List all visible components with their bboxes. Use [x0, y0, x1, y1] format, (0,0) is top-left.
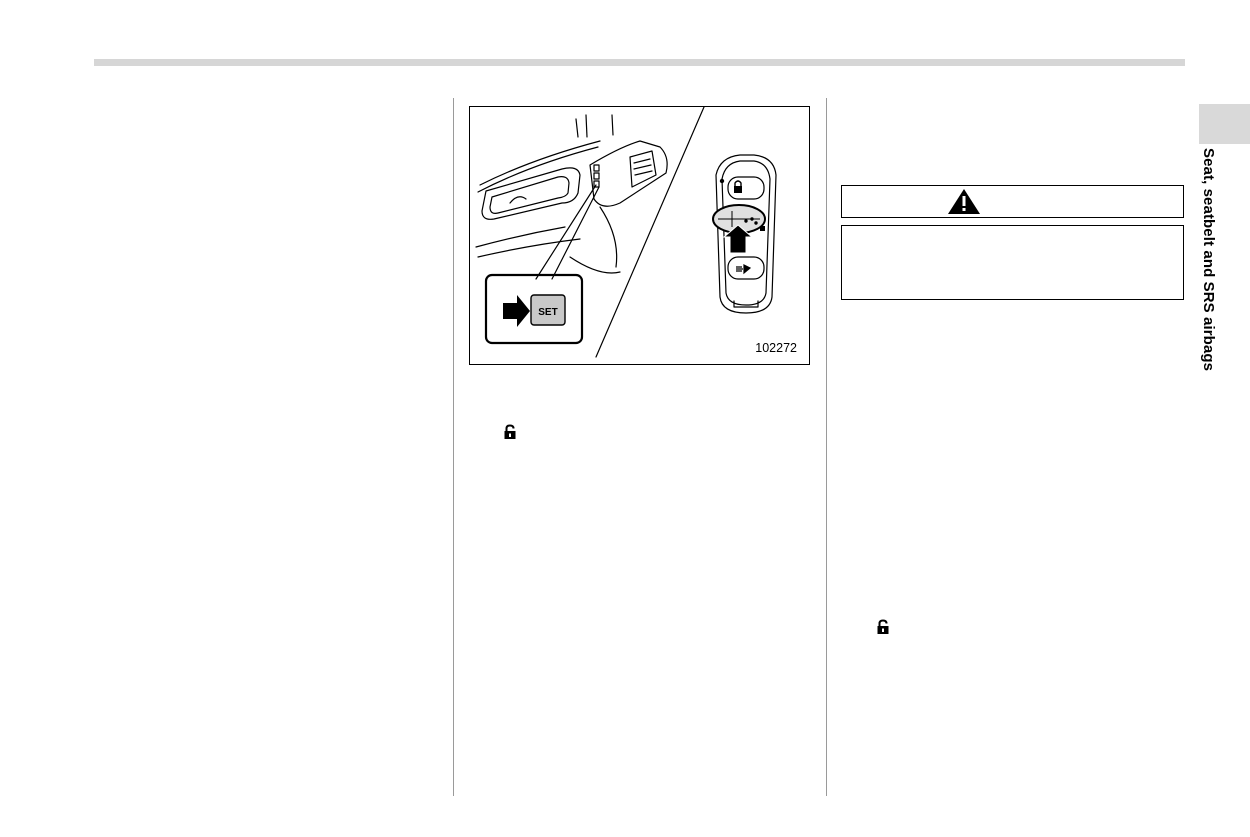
column-divider-right	[826, 98, 827, 796]
illustration-figure: SET 102272	[469, 106, 810, 365]
set-button-label: SET	[538, 307, 557, 318]
warning-body	[841, 225, 1184, 300]
figure-id: 102272	[755, 341, 797, 355]
unlock-icon	[877, 619, 889, 634]
chapter-tab[interactable]	[1199, 104, 1250, 144]
column-divider-left	[453, 98, 454, 796]
header-rule	[94, 59, 1185, 66]
warning-header	[841, 185, 1184, 218]
illustration-drawing: SET	[475, 107, 777, 358]
warning-triangle-icon	[948, 189, 980, 214]
chapter-tab-label: Seat, seatbelt and SRS airbags	[1200, 148, 1217, 372]
unlock-icon	[504, 424, 516, 439]
